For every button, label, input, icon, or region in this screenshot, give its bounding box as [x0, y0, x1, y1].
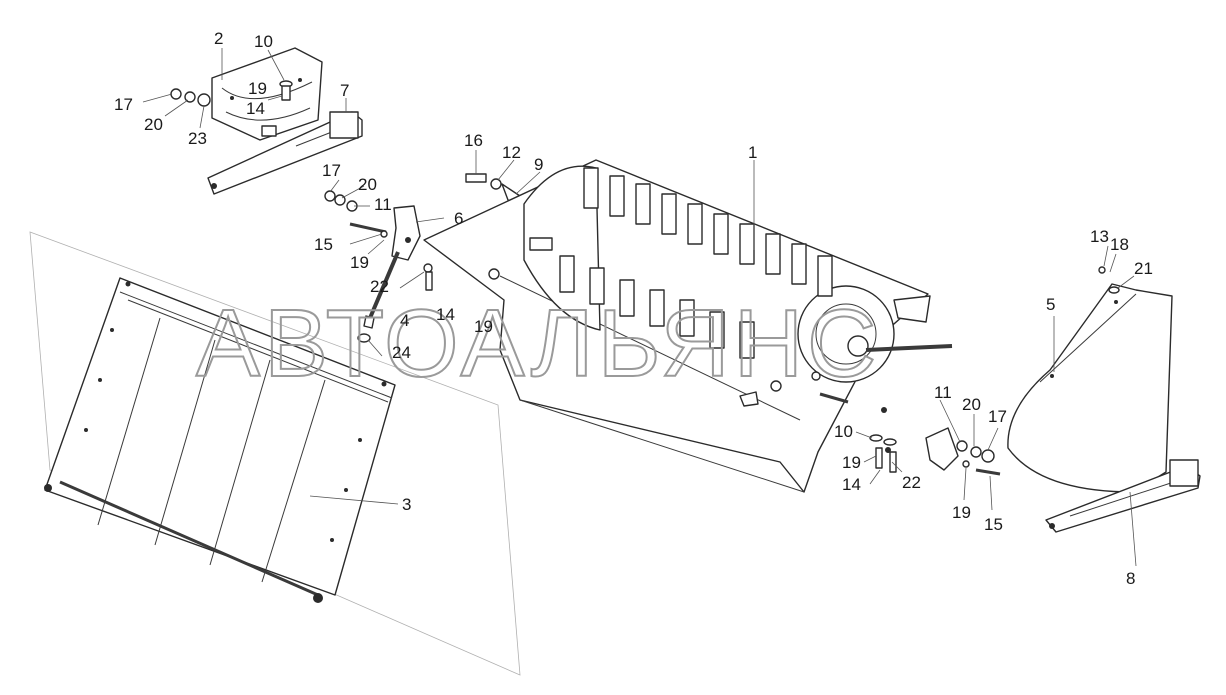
callout-13: 13 — [1090, 227, 1109, 246]
callout-15-right: 15 — [984, 515, 1003, 534]
callout-16: 16 — [464, 131, 483, 150]
callout-15-left: 15 — [314, 235, 333, 254]
callout-20-mid: 20 — [358, 175, 377, 194]
callout-11-left: 11 — [374, 195, 392, 214]
callout-10-right: 10 — [834, 422, 853, 441]
callout-19-mid: 19 — [474, 317, 493, 336]
callout-4: 4 — [400, 311, 409, 330]
callout-5: 5 — [1046, 295, 1055, 314]
callout-12: 12 — [502, 143, 521, 162]
callout-23: 23 — [188, 129, 207, 148]
grate-panel — [29, 231, 521, 676]
callout-3: 3 — [402, 495, 411, 514]
watermark-text: АВТОАЛЬЯНС — [196, 290, 880, 397]
callout-22-left: 22 — [370, 277, 389, 296]
callout-19-left: 19 — [350, 253, 369, 272]
leader-lines — [142, 48, 1137, 567]
callout-21: 21 — [1134, 259, 1153, 278]
right-cover — [1007, 266, 1173, 493]
callout-17-top: 17 — [114, 95, 133, 114]
callout-14-top: 14 — [246, 99, 265, 118]
main-housing — [423, 159, 953, 493]
callout-2: 2 — [214, 29, 223, 48]
callout-numbers: 1 2 3 4 5 6 7 8 9 10 10 11 11 12 13 14 1… — [114, 29, 1153, 588]
callout-19-right: 19 — [842, 453, 861, 472]
callout-6: 6 — [454, 209, 463, 228]
top-bracket — [211, 47, 323, 141]
callout-7: 7 — [340, 81, 349, 100]
callout-14-right: 14 — [842, 475, 861, 494]
callout-22-right: 22 — [902, 473, 921, 492]
bottom-strip — [1045, 459, 1201, 533]
callout-1: 1 — [748, 143, 757, 162]
callout-14-mid: 14 — [436, 305, 455, 324]
callout-10-top: 10 — [254, 32, 273, 51]
left-arm — [324, 190, 433, 343]
callout-9: 9 — [534, 155, 543, 174]
callout-8: 8 — [1126, 569, 1135, 588]
callout-20-right: 20 — [962, 395, 981, 414]
callout-24: 24 — [392, 343, 411, 362]
right-fasteners — [869, 427, 1001, 476]
callout-11-right: 11 — [934, 383, 952, 402]
callout-18: 18 — [1110, 235, 1129, 254]
callout-20-top: 20 — [144, 115, 163, 134]
mounting-strip — [207, 111, 363, 195]
callout-19-bottom: 19 — [952, 503, 971, 522]
callout-19-top: 19 — [248, 79, 267, 98]
callout-17-mid: 17 — [322, 161, 341, 180]
callout-17-right: 17 — [988, 407, 1007, 426]
